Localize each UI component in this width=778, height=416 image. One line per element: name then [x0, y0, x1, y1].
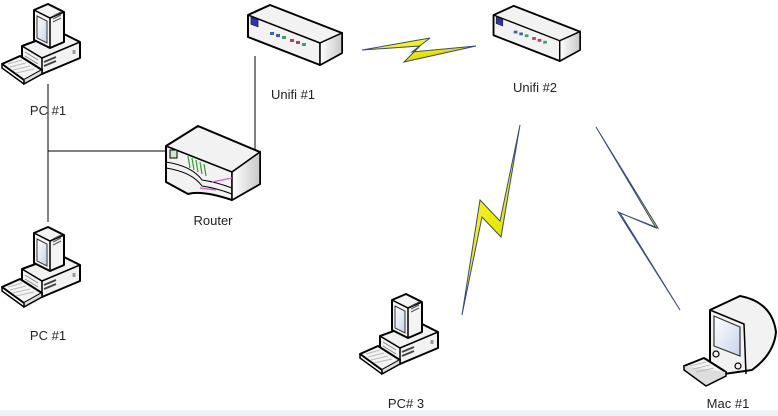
lightning-bolt-icon	[595, 126, 681, 311]
pc-icon[interactable]	[0, 225, 82, 309]
wireless-link-unifi2-pc3	[461, 124, 521, 316]
pc-icon[interactable]	[358, 292, 440, 376]
access-point-icon[interactable]	[492, 4, 581, 62]
node-label-router: Router	[193, 213, 233, 228]
wired-links	[47, 56, 256, 222]
router-icon[interactable]	[165, 125, 261, 201]
node-label-pc3: PC# 3	[387, 396, 425, 411]
node-label-unifi2: Unifi #2	[512, 80, 558, 95]
wireless-link-unifi2-mac1	[595, 126, 681, 311]
lightning-bolt-icon	[461, 124, 521, 316]
access-point-icon[interactable]	[247, 4, 343, 66]
node-label-mac1: Mac #1	[706, 396, 750, 411]
wireless-link-unifi1-unifi2	[361, 37, 477, 63]
bottom-border	[0, 410, 778, 416]
lightning-bolt-icon	[361, 37, 477, 63]
mac-icon[interactable]	[683, 295, 777, 387]
node-label-pc1-top: PC #1	[29, 103, 67, 118]
node-label-pc1-bottom: PC #1	[29, 328, 67, 343]
node-label-unifi1: Unifi #1	[270, 87, 316, 102]
pc-icon[interactable]	[0, 2, 82, 86]
